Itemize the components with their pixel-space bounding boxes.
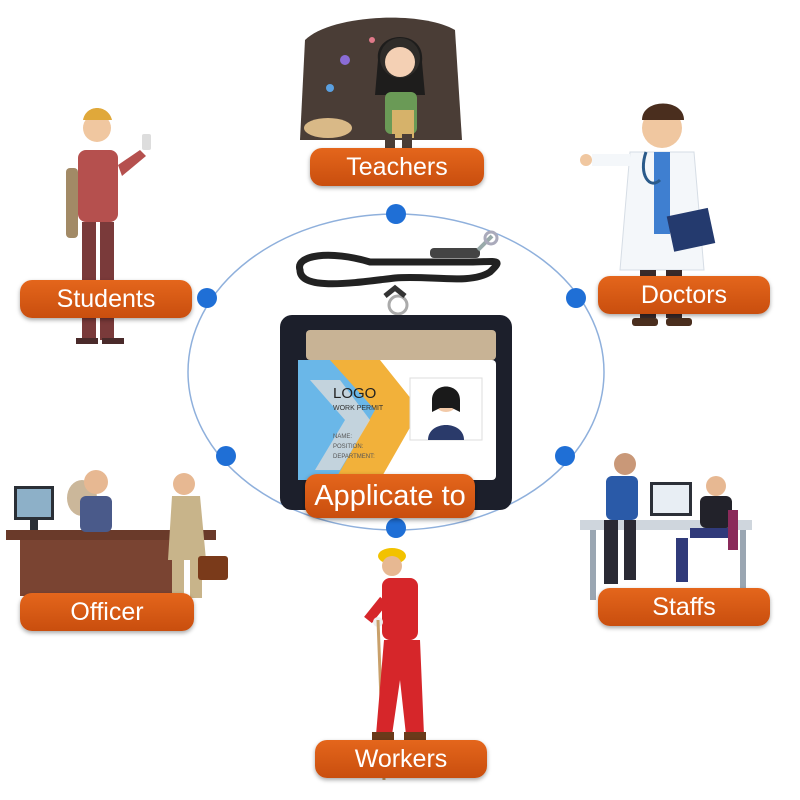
label-doctors: Doctors xyxy=(598,276,770,314)
lanyard xyxy=(296,230,501,316)
badge-subtitle: WORK PERMIT xyxy=(333,405,384,412)
node-doctors xyxy=(566,288,586,308)
center-label: Applicate to xyxy=(305,474,475,518)
label-teachers: Teachers xyxy=(310,148,484,186)
label-students: Students xyxy=(20,280,192,318)
badge-logo: LOGO xyxy=(333,385,376,402)
label-staffs: Staffs xyxy=(598,588,770,626)
node-workers xyxy=(386,518,406,538)
node-officer xyxy=(216,446,236,466)
staffs-illustration xyxy=(580,453,752,600)
node-students xyxy=(197,288,217,308)
badge-field-name: NAME: xyxy=(333,434,352,440)
badge-field-position: POSITION: xyxy=(333,444,364,450)
badge-holder xyxy=(280,315,512,510)
badge-field-department: DEPARTMENT: xyxy=(333,454,375,460)
node-staffs xyxy=(555,446,575,466)
node-teachers xyxy=(386,204,406,224)
label-workers: Workers xyxy=(315,740,487,778)
label-officer: Officer xyxy=(20,593,194,631)
officer-illustration xyxy=(6,470,228,598)
